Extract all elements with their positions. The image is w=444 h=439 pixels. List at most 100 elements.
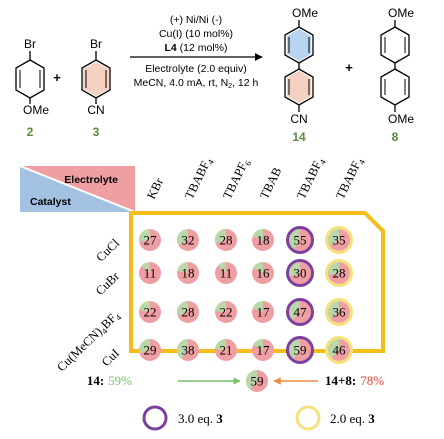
pie-value: 18 [182, 266, 195, 281]
reactant-3-label: 3 [93, 125, 100, 139]
column-header-base: TBAB [257, 165, 284, 201]
condition-electrolyte: Electrolyte (2.0 equiv) [145, 63, 247, 75]
pie-green-wedge [177, 262, 188, 273]
reactant-3-top: Br [90, 37, 102, 51]
pie-green-wedge [246, 370, 257, 390]
reactant-3: Br CN 3 [81, 37, 111, 139]
yellow-ring [325, 226, 353, 254]
pie-value: 28 [220, 233, 233, 248]
pie-value: 28 [333, 266, 346, 281]
pie-value: 21 [220, 343, 233, 358]
column-header-sub: 4 [317, 157, 328, 166]
pie-value: 30 [294, 266, 307, 281]
reactant-2: Br OMe 2 [15, 37, 49, 139]
pie-green-wedge [215, 301, 226, 312]
column-header-base: TBABF [294, 159, 324, 201]
column-header-5: TBABF4 [294, 154, 328, 202]
column-header-base: KBr [144, 175, 166, 201]
product-14-top: OMe [292, 6, 318, 20]
row-label-2: CuBr [93, 269, 123, 298]
purple-ring [286, 298, 314, 326]
pie-value: 18 [257, 233, 270, 248]
pie-r3-c5: 47 [286, 298, 314, 326]
pie-green-wedge [328, 301, 339, 320]
reactant-2-top: Br [24, 37, 36, 51]
pie-green-wedge [138, 339, 150, 354]
pie-green-wedge [177, 229, 188, 246]
row-label-1: CuCl [93, 236, 122, 265]
corner-catalyst-label: Catalyst [30, 196, 71, 208]
pie-value: 22 [220, 305, 233, 320]
column-header-sub: 4 [356, 157, 367, 166]
pie-green-wedge [217, 262, 226, 273]
pie-value: 28 [182, 305, 195, 320]
pie-green-wedge [141, 262, 150, 273]
reactant-3-bottom: CN [87, 103, 104, 117]
legend-yellow-text: 2.0 eq. 3 [330, 411, 375, 426]
pie-r2-c5: 30 [286, 259, 314, 287]
legend-purple-text: 3.0 eq. 3 [178, 411, 223, 426]
legend-total-yield: 14+8:78% [325, 373, 384, 388]
condition-solvent: MeCN, 4.0 mA, rt, N2, 12 h [134, 77, 259, 90]
pie-r4-c5: 59 [286, 336, 314, 364]
condition-catalyst: Cu(I) (10 mol%) [159, 28, 233, 40]
pie-green-wedge [253, 339, 263, 350]
pie-green-wedge [289, 339, 300, 359]
column-header-4: TBAB [257, 165, 284, 201]
plus-sign-1: + [53, 70, 61, 85]
purple-ring [286, 226, 314, 254]
pie-value: 35 [333, 233, 346, 248]
pie-value: 29 [144, 343, 157, 358]
reaction-conditions: (+) Ni/Ni (-) Cu(I) (10 mol%) L4 (12 mol… [130, 14, 263, 90]
pie-r2-c4: 16 [252, 262, 274, 284]
yellow-ring [325, 336, 353, 364]
reactant-2-bottom: OMe [23, 103, 49, 117]
column-header-1: KBr [144, 175, 166, 201]
pie-green-wedge [253, 262, 263, 273]
results-frame [129, 211, 385, 353]
column-header-base: TBAPF [220, 160, 250, 201]
pie-green-wedge [214, 229, 226, 244]
pie-r4-c1: 29 [138, 339, 161, 361]
pie-value: 17 [257, 305, 271, 320]
row-label-3: Cu(MeCN)4BF4 [54, 308, 124, 376]
legend-purple-ring [142, 405, 168, 431]
pie-r2-c3: 11 [215, 262, 237, 284]
pie-r1-c6: 35 [325, 226, 353, 254]
pie-green-wedge [328, 262, 339, 276]
yellow-ring [325, 298, 353, 326]
pie-value: 11 [144, 266, 157, 281]
pie-green-wedge [215, 339, 226, 350]
pie-r3-c6: 36 [325, 298, 353, 326]
pie-value: 22 [144, 305, 157, 320]
pie-value: 16 [257, 266, 271, 281]
pie-green-wedge [288, 229, 300, 250]
plus-sign-2: + [345, 60, 353, 75]
pie-r2-c6: 28 [325, 259, 353, 287]
pie-r1-c3: 28 [214, 229, 237, 251]
legend-pie-example: 59 [246, 370, 268, 392]
pie-value: 46 [333, 343, 347, 358]
header-corner: Electrolyte Catalyst [19, 165, 136, 213]
condition-ligand: L4 (12 mol%) [164, 42, 227, 54]
pie-green-wedge [252, 229, 263, 240]
pie-r2-c1: 11 [139, 262, 161, 284]
pie-r4-c6: 46 [325, 336, 353, 364]
condition-electrode: (+) Ni/Ni (-) [170, 14, 222, 26]
yellow-ring [325, 259, 353, 287]
pie-value: 55 [294, 233, 307, 248]
pie-value: 32 [182, 233, 195, 248]
purple-ring [286, 259, 314, 287]
pie-r3-c1: 22 [139, 301, 161, 323]
column-header-sub: 6 [243, 159, 254, 167]
legend-14-yield: 14:59% [87, 373, 132, 388]
product-14-label: 14 [292, 130, 306, 144]
pie-value: 59 [251, 374, 264, 389]
column-header-6: TBABF4 [333, 154, 367, 202]
product-8: OMe OMe 8 [380, 6, 414, 144]
pie-green-wedge [176, 339, 188, 359]
column-header-2: TBABF4 [182, 154, 216, 202]
